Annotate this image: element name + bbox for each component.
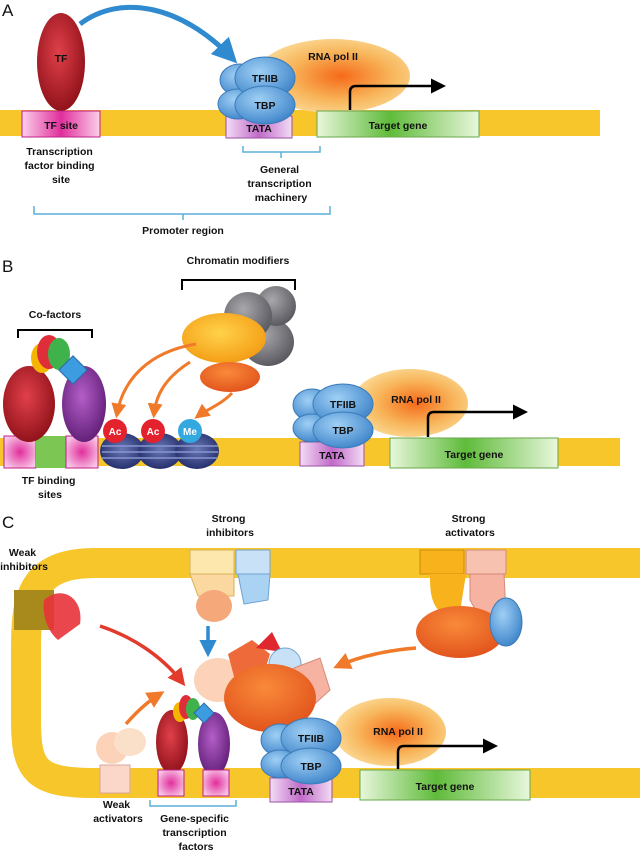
chromatin-modifiers-bracket: [181, 279, 296, 290]
weak-activator-arrow: [124, 691, 165, 726]
general-transcription-factors-c: [260, 717, 342, 785]
rna-pol-ii-b: [352, 369, 468, 437]
chromatin-modifiers-label: Chromatin modifiers: [187, 255, 290, 267]
tfiib-label-c: TFIIB: [298, 733, 325, 745]
tbp-label-b: TBP: [333, 425, 354, 437]
tf-protein: [37, 13, 85, 111]
methylation-arrow: [194, 391, 234, 419]
tf-purple-c: [198, 712, 230, 776]
target-gene-box: [316, 110, 480, 138]
mark-ac-2: [141, 419, 165, 443]
rna-pol-ii-c: [334, 698, 446, 766]
target-gene-box-c: [359, 769, 531, 801]
co-factors-label: Co-factors: [29, 309, 82, 321]
tf-site-label: TF site: [44, 120, 78, 132]
mark-ac-1: [103, 419, 127, 443]
target-gene-box-b: [389, 437, 559, 469]
transcription-start-arrow: [348, 78, 446, 110]
panel-label-a: A: [2, 1, 14, 20]
dna-loop-c: [10, 548, 640, 798]
cofactor-diamond-b: [58, 355, 88, 385]
target-gene-label-b: Target gene: [445, 449, 504, 461]
tfiib-label-b: TFIIB: [330, 399, 357, 411]
promoter-bracket: [33, 206, 331, 215]
tf-red-b: [3, 366, 55, 442]
gene-specific-tfs-label: Gene-specific transcription factors: [160, 813, 232, 853]
general-transcription-factors-b: [292, 383, 374, 449]
mark-ac-1-label: Ac: [109, 427, 122, 438]
cofactor-diamond-c: [193, 702, 215, 724]
target-gene-label: Target gene: [369, 120, 428, 132]
mark-ac-2-label: Ac: [147, 427, 160, 438]
tf-label: TF: [55, 53, 68, 65]
tf-site-box-c1: [157, 769, 185, 797]
panel-label-b: B: [2, 257, 13, 276]
spacer-green: [36, 436, 66, 468]
weak-inhibitors-label: Weak inhibitors: [0, 547, 48, 573]
general-transcription-factors: [217, 56, 296, 125]
tata-label-b: TATA: [319, 450, 345, 462]
co-factors-bracket: [17, 329, 93, 338]
weak-inhibitor-protein: [43, 593, 81, 640]
transcription-start-arrow-b: [426, 404, 528, 437]
tf-recruitment-arrow: [78, 4, 238, 64]
tf-binding-site-caption: Transcription factor binding site: [25, 146, 98, 186]
tbp-label-c: TBP: [301, 761, 322, 773]
tfiib-label: TFIIB: [252, 73, 279, 85]
tf-site-box: [21, 110, 101, 138]
rna-pol-label: RNA pol II: [308, 51, 358, 63]
weak-activator-complex: [96, 728, 146, 794]
gtm-caption: General transcription machinery: [247, 164, 314, 204]
gene-specific-tfs-bracket: [149, 800, 237, 807]
rna-pol-label-c: RNA pol II: [373, 726, 423, 738]
rna-pol-label-b: RNA pol II: [391, 394, 441, 406]
mark-me: [178, 419, 202, 443]
tf-binding-sites-caption: TF binding sites: [22, 475, 79, 501]
panel-label-c: C: [2, 513, 14, 532]
weak-inhibitor-arrow: [99, 624, 186, 687]
strong-activator-complex: [416, 549, 523, 658]
tf-red-c: [156, 710, 188, 774]
tf-site-box-c2: [202, 769, 230, 797]
promoter-region-label: Promoter region: [142, 225, 224, 237]
strong-activator-arrow: [333, 646, 417, 669]
mark-me-label: Me: [183, 427, 197, 438]
mediator-complex: [194, 632, 331, 732]
gtm-bracket: [242, 146, 321, 153]
tf-purple-b: [62, 366, 106, 442]
rna-pol-ii: [256, 39, 410, 113]
tbp-label: TBP: [255, 100, 276, 112]
cofactor-green-b: [48, 338, 70, 370]
strong-activators-label: Strong activators: [445, 513, 495, 539]
tata-label: TATA: [246, 123, 272, 135]
weak-activators-label: Weak activators: [93, 799, 143, 825]
acetylation-arrow-2: [147, 360, 191, 419]
strong-inhibitor-complex: [189, 549, 271, 622]
strong-inhibitors-label: Strong inhibitors: [206, 513, 254, 539]
transcription-start-arrow-c: [396, 738, 498, 769]
target-gene-label-c: Target gene: [416, 781, 475, 793]
tata-label-c: TATA: [288, 786, 314, 798]
chromatin-modifier-complex: [182, 286, 296, 392]
acetylation-arrow-1: [111, 342, 197, 419]
